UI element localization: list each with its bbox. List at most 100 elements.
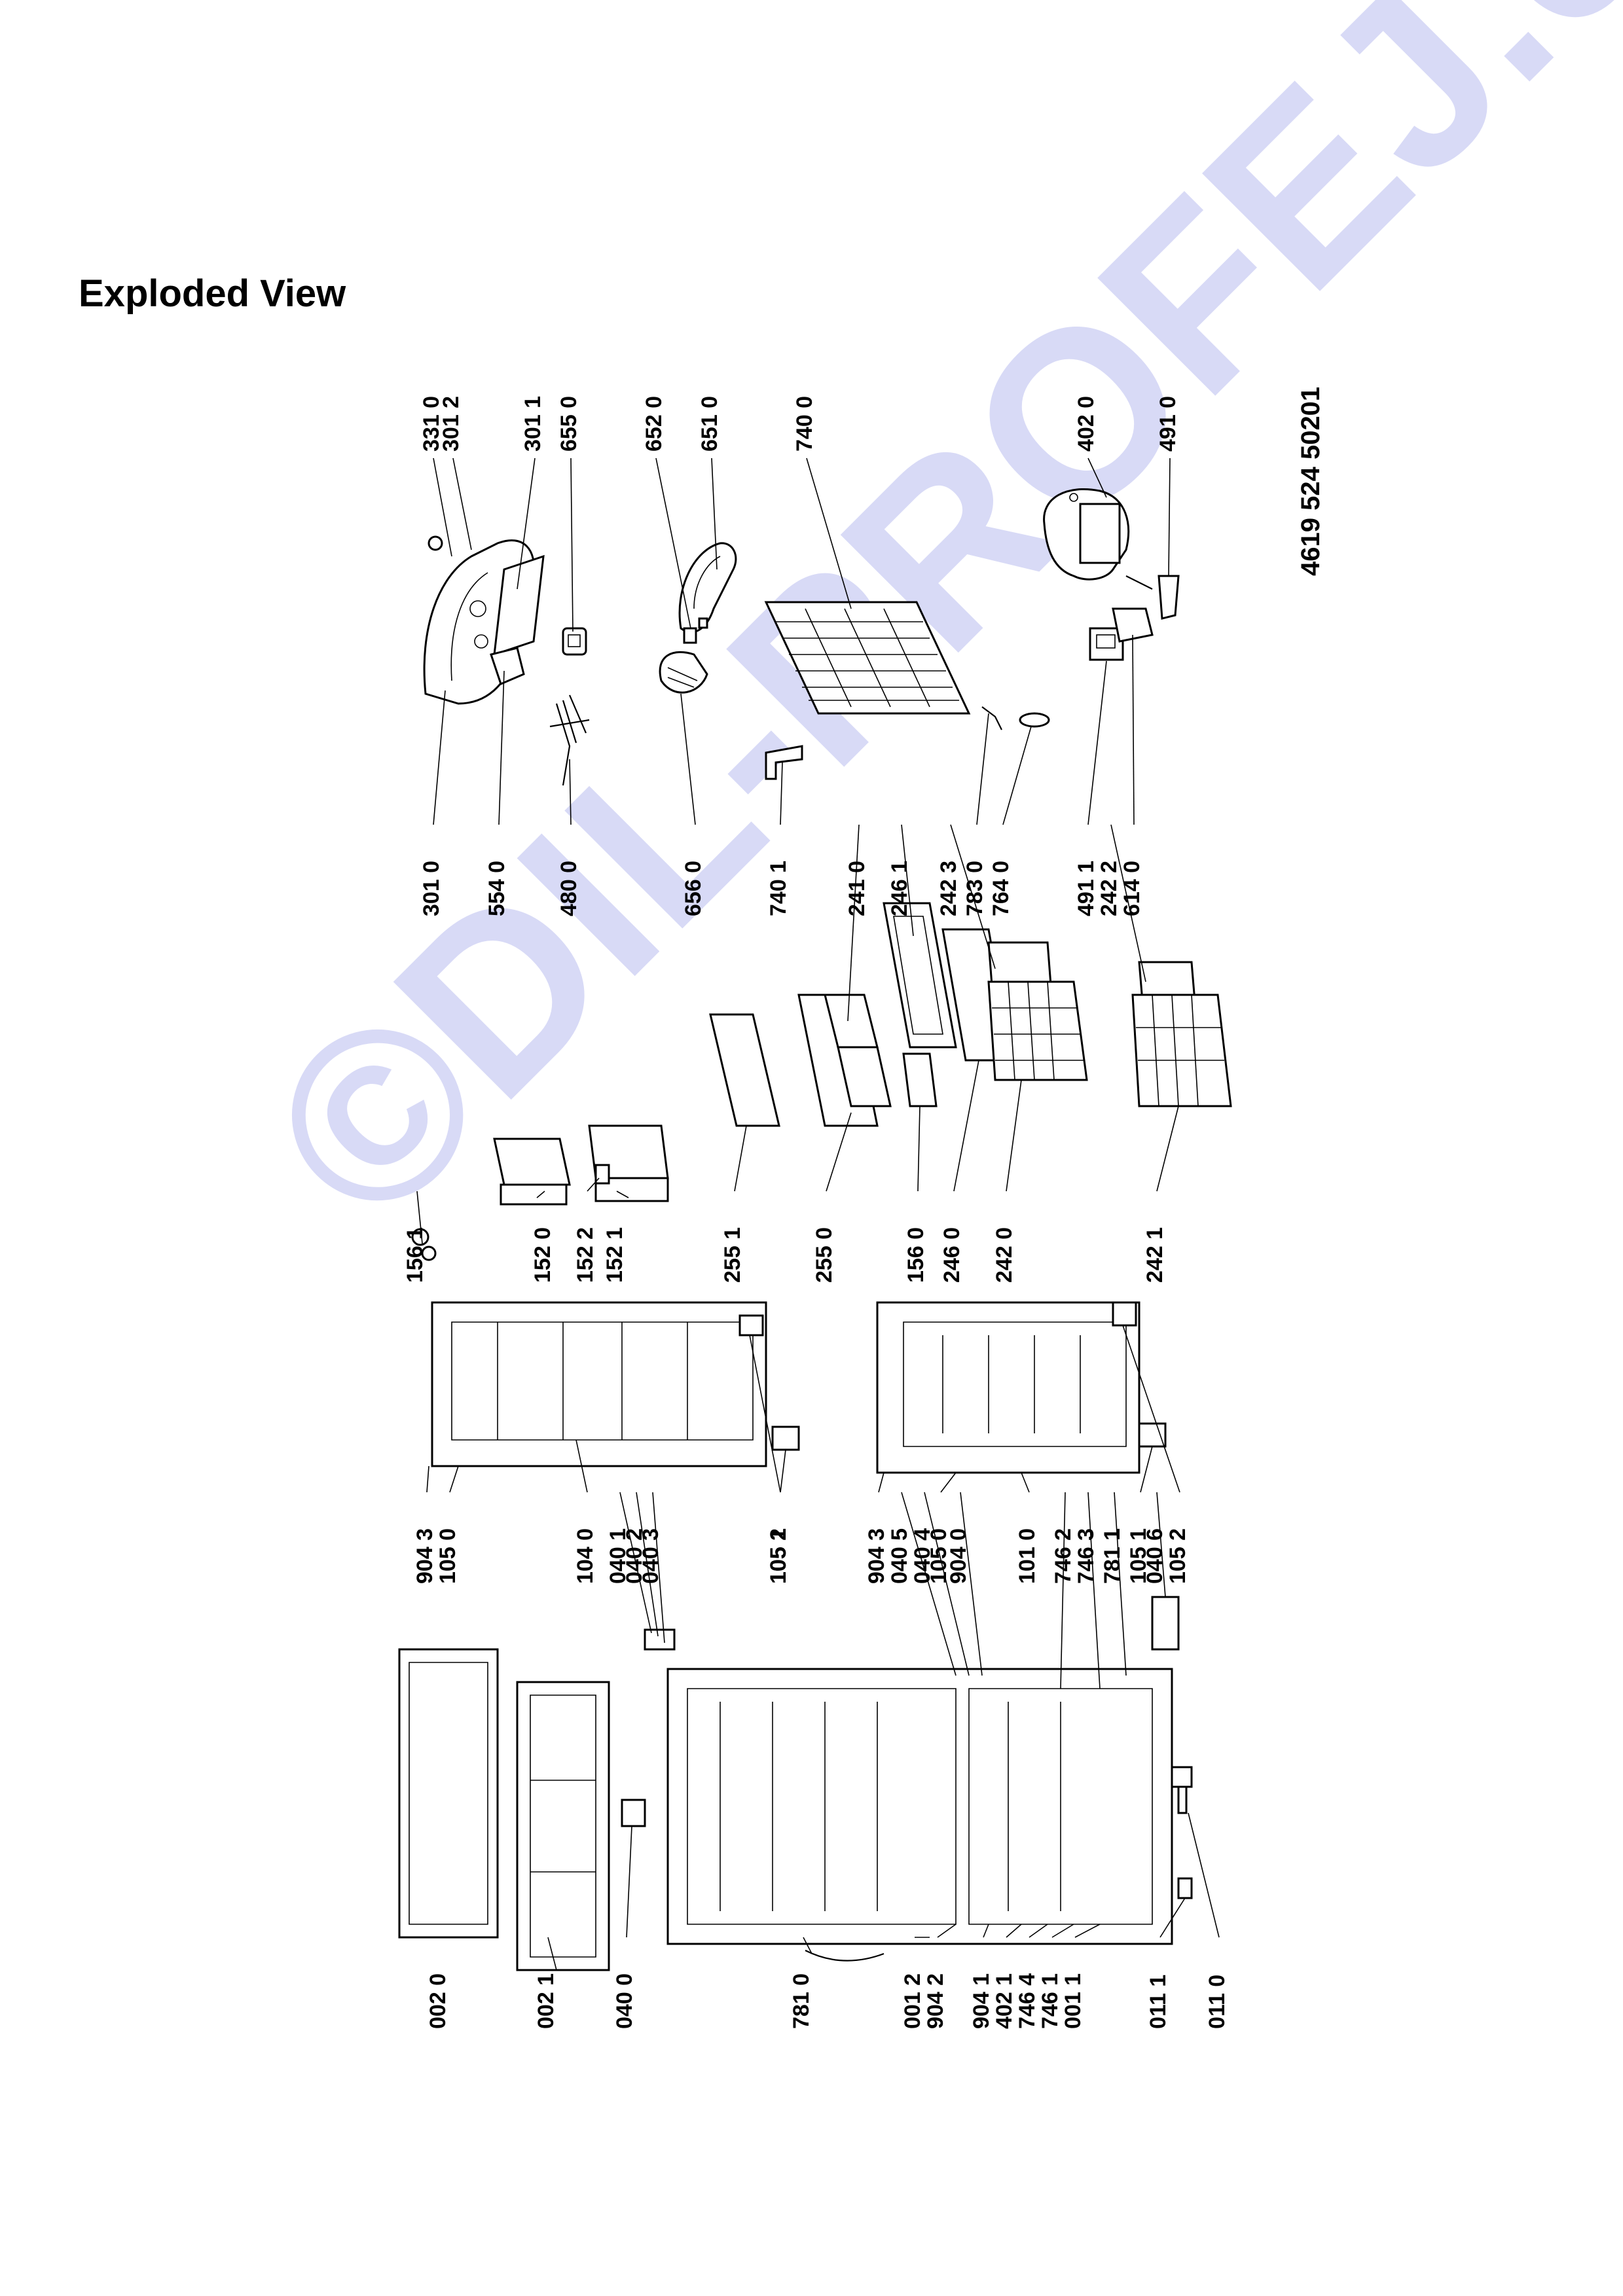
screw-331-0 [428,535,443,551]
part-label: 040 0 [612,1973,637,2029]
part-label: 301 1 [520,396,545,452]
page-title: Exploded View [79,272,346,315]
part-label: 904 2 [923,1973,948,2029]
frame-246-1 [883,902,957,1049]
upper-door-hinge-105-2 [739,1314,764,1336]
part-label: 242 3 [936,861,961,916]
part-label: 105 0 [926,1528,951,1584]
leader-line [1006,1924,1022,1938]
leader-line [780,762,783,825]
leader-line [433,690,446,825]
part-label: 904 1 [969,1973,994,2029]
upper-door-hinge-105-1 [771,1426,800,1451]
part-label: 746 1 [1038,1973,1063,2029]
part-label: 001 1 [1061,1973,1085,2029]
leader-line [847,824,860,1022]
part-label: 255 1 [720,1227,745,1283]
part-label: 554 0 [484,861,509,916]
leader-line [749,1335,781,1493]
top-cover-002-0 [398,1648,499,1939]
leader-line [950,824,996,969]
leader-line [803,1937,812,1954]
leader-line [976,713,989,825]
leader-line [806,457,852,609]
leader-line [517,457,536,590]
door-shelf-152-0 [493,1138,571,1206]
part-label: 242 1 [1142,1227,1167,1283]
part-label: 156 0 [903,1227,928,1283]
leader-line [1060,1492,1066,1689]
leader-line [498,670,505,825]
condenser-740-0 [764,601,971,715]
leader-line [1168,457,1171,577]
part-label: 783 0 [962,861,987,916]
door-shelf-152-1 [588,1124,669,1202]
leader-line [655,457,691,629]
foot-011-0 [1171,1766,1193,1814]
part-label: 255 0 [812,1227,837,1283]
filter-764-0 [1019,712,1050,728]
part-label: 105 2 [1165,1528,1190,1584]
leader-line [587,1177,600,1192]
part-label: 152 0 [530,1227,555,1283]
drain-740-1 [765,745,803,780]
leader-line [1074,1924,1101,1938]
leader-line [626,1825,632,1938]
bracket-491-0 [1125,575,1180,620]
leader-line [1006,1079,1022,1192]
leader-line [924,1492,970,1676]
wiring-480-0 [549,694,590,786]
leader-line [416,1191,423,1244]
leader-line [734,1125,747,1192]
part-label: 105 0 [435,1528,460,1584]
part-label: 746 4 [1015,1973,1040,2029]
crisper-241-0 [824,994,892,1107]
cabinet-body [666,1668,1173,1945]
part-label: 241 0 [845,861,869,916]
glass-shelf-255-1 [709,1013,780,1127]
compressor-402-0 [1043,488,1130,581]
document-number: 4619 524 50201 [1296,387,1325,576]
leader-line [1156,1105,1179,1192]
part-label: 156 1 [403,1227,428,1283]
part-label: 040 4 [910,1528,935,1584]
part-label: 002 0 [426,1973,450,2029]
part-label: 104 0 [573,1528,598,1584]
motor-655-0 [562,627,587,656]
part-label: 491 0 [1156,396,1180,452]
leader-line [1087,660,1107,825]
leader-line [780,1449,786,1493]
part-label: 904 3 [864,1528,889,1584]
hinge-040-0 [621,1799,646,1827]
part-label: 101 0 [1015,1528,1040,1584]
part-label: 040 6 [1142,1528,1167,1584]
part-label: 152 2 [573,1227,598,1283]
part-label: 740 1 [766,861,791,916]
leader-line [826,1112,852,1192]
bracket-554-0 [490,647,525,686]
leader-line [652,1492,665,1643]
leader-line [1132,634,1135,825]
part-label: 746 3 [1074,1528,1099,1584]
leader-line [433,457,452,557]
part-label: 904 3 [412,1528,437,1584]
part-label: 656 0 [681,861,706,916]
part-label: 764 0 [989,861,1013,916]
leader-line [1110,824,1146,982]
leader-line [1051,1924,1074,1938]
part-label: 904 0 [946,1528,971,1584]
hinge-cap-156-1 [411,1228,437,1261]
leader-line [1140,1446,1153,1493]
lower-door-hinge-105-1 [1138,1422,1167,1448]
clip-652-0 [683,617,708,644]
leader-line [878,1472,884,1493]
part-label: 242 0 [992,1227,1017,1283]
part-label: 331 0 [419,396,444,452]
part-label: 040 5 [887,1528,912,1584]
cover-301-1 [493,554,545,656]
leader-line [1087,457,1107,498]
leader-line [452,457,472,550]
leader-line [1159,1897,1186,1938]
